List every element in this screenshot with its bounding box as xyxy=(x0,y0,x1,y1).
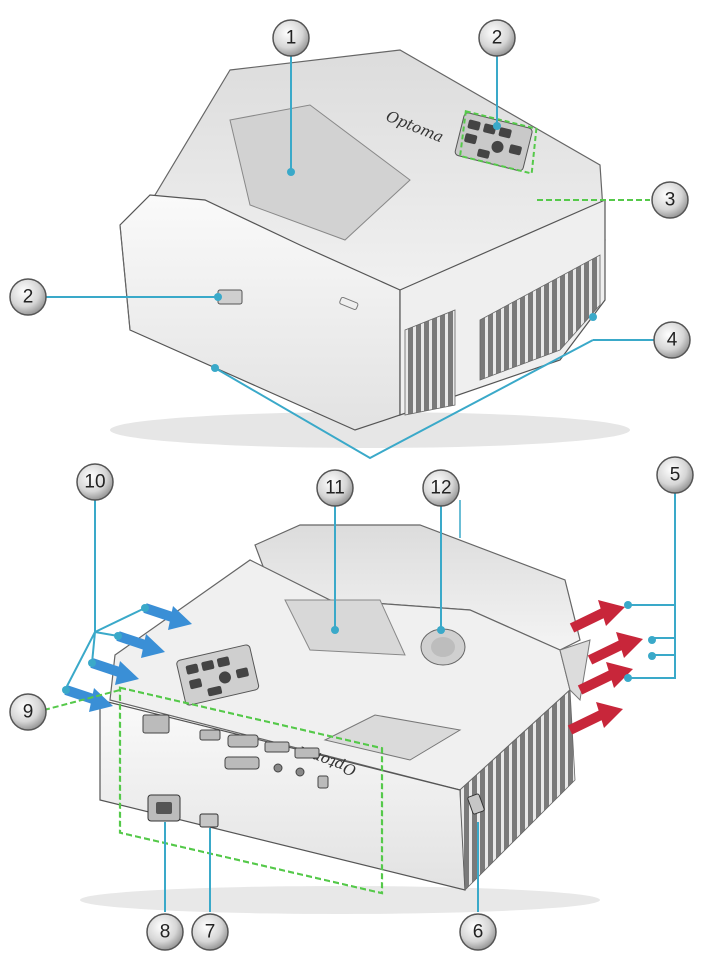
svg-text:10: 10 xyxy=(84,472,105,493)
leader-5 xyxy=(630,490,676,606)
vga-port-1 xyxy=(227,734,259,748)
callout-badges: 1 2 2 3 4 5 6 7 xyxy=(9,19,694,951)
projector-rear-view: Optoma xyxy=(80,524,600,914)
top-plate xyxy=(323,714,462,761)
callout-12: 12 xyxy=(422,469,460,507)
audio-jack-1 xyxy=(273,763,283,773)
hdmi-port-2 xyxy=(294,747,320,759)
keypad xyxy=(454,112,533,172)
callout-3: 3 xyxy=(651,181,689,219)
io-ports xyxy=(142,714,329,789)
power-indicator xyxy=(339,296,359,310)
svg-text:1: 1 xyxy=(286,28,297,49)
port-a xyxy=(199,729,221,741)
callout-5: 5 xyxy=(656,456,694,494)
exhaust-arrows xyxy=(567,600,643,735)
callout-8: 8 xyxy=(146,913,184,951)
lan-port xyxy=(142,714,170,734)
hdmi-port-1 xyxy=(264,741,290,753)
intake-arrows xyxy=(64,603,192,712)
svg-text:4: 4 xyxy=(667,330,678,351)
svg-text:12: 12 xyxy=(430,478,451,499)
svg-text:2: 2 xyxy=(23,287,34,308)
svg-text:11: 11 xyxy=(325,478,345,499)
svg-text:3: 3 xyxy=(665,190,676,211)
leader-lines xyxy=(38,55,676,912)
front-vent xyxy=(404,309,456,416)
callout-6: 6 xyxy=(459,913,497,951)
svg-text:7: 7 xyxy=(205,922,216,943)
svg-text:2: 2 xyxy=(492,28,503,49)
right-vent xyxy=(459,689,576,891)
rear-keypad xyxy=(176,644,260,706)
svg-text:6: 6 xyxy=(473,922,484,943)
leader-4 xyxy=(214,339,594,460)
callout-2-top: 2 xyxy=(478,19,516,57)
leader-dots xyxy=(62,122,656,694)
lens-slot xyxy=(284,599,406,656)
callout-4: 4 xyxy=(653,321,691,359)
highlight-overlays xyxy=(118,110,538,895)
callout-7: 7 xyxy=(191,913,229,951)
callout-2-front: 2 xyxy=(9,278,47,316)
keypad-highlight xyxy=(459,110,538,175)
security-bar xyxy=(467,793,485,815)
leader-9 xyxy=(43,689,121,711)
svg-text:9: 9 xyxy=(23,702,34,723)
svg-text:5: 5 xyxy=(670,465,681,486)
kensington-lock xyxy=(199,813,219,828)
callout-1: 1 xyxy=(272,19,310,57)
usb-port xyxy=(317,775,329,789)
audio-jack-2 xyxy=(295,767,305,777)
callout-9: 9 xyxy=(9,693,47,731)
svg-text:8: 8 xyxy=(160,922,171,943)
callout-11: 11 xyxy=(316,469,354,507)
lens-cover xyxy=(229,104,411,241)
vga-port-2 xyxy=(224,756,260,770)
projector-front-view: Optoma xyxy=(110,49,630,448)
side-vent xyxy=(479,254,601,381)
callout-10: 10 xyxy=(76,463,114,501)
io-panel-highlight xyxy=(118,686,384,895)
